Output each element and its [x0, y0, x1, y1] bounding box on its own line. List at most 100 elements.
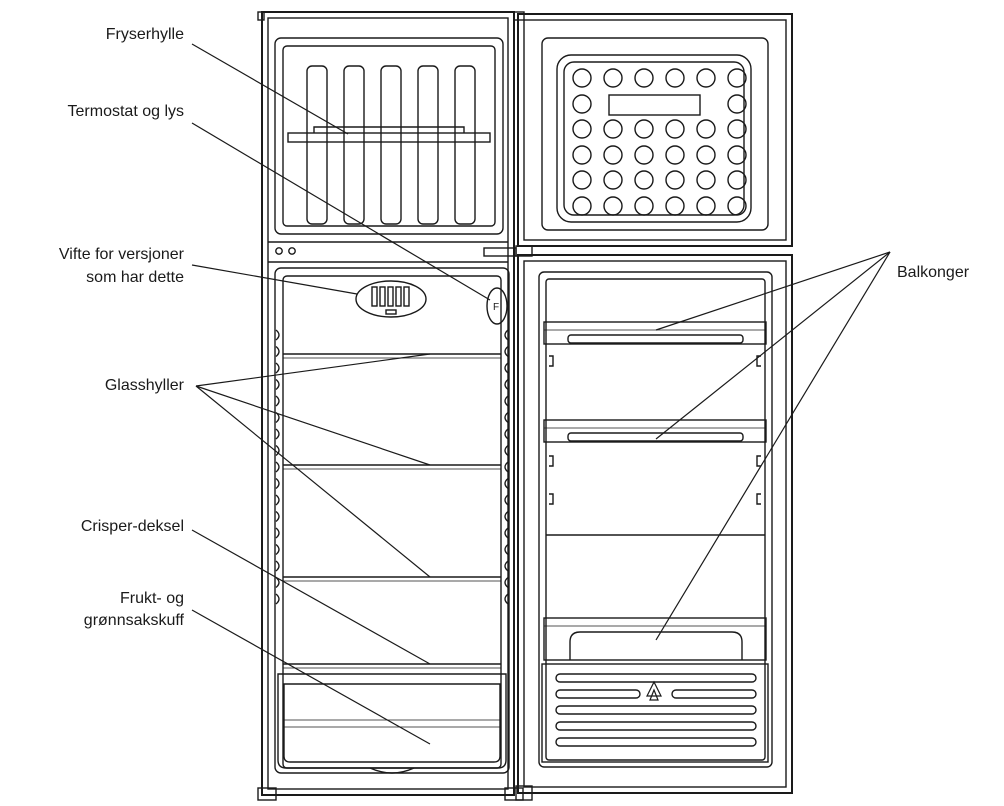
leader-fan [191, 264, 358, 295]
ice-cup [634, 196, 654, 216]
ice-cup [603, 170, 623, 190]
leader-glass-shelf-2 [195, 385, 431, 466]
ice-cup [572, 94, 592, 114]
divider-screw-2 [288, 247, 296, 255]
ice-cup [665, 196, 685, 216]
vent-slot [555, 689, 641, 699]
hinge-top-right [513, 11, 525, 21]
shelf-rib [275, 560, 280, 572]
label-fan-line1: Vifte for versjoner [58, 246, 184, 263]
shelf-rib [275, 329, 280, 341]
ice-cup [727, 145, 747, 165]
vent-slots [555, 673, 757, 747]
ice-cup [665, 119, 685, 139]
ice-cup [727, 170, 747, 190]
door-vent-panel [541, 663, 769, 763]
label-glass-shelves: Glasshyller [104, 377, 184, 394]
ice-tray-label-area [608, 94, 701, 116]
ice-cup [603, 119, 623, 139]
door-balcony-top [543, 321, 767, 345]
shelf-rib [504, 395, 509, 407]
label-balconies: Balkonger [897, 264, 970, 281]
label-crisper-drawer-line2: grønnsakskuff [83, 612, 184, 629]
ice-cup [727, 68, 747, 88]
door-side-clips [549, 355, 761, 505]
crisper-cover [283, 663, 501, 669]
shelf-rib [504, 362, 509, 374]
shelf-rib [275, 461, 280, 473]
freezer-compartment [274, 37, 504, 235]
ice-cup [696, 68, 716, 88]
ice-cup [572, 68, 592, 88]
cabinet-inner-frame [267, 17, 509, 790]
ice-cup [634, 119, 654, 139]
ice-cup [572, 196, 592, 216]
label-crisper-drawer-line1: Frukt- og [119, 590, 184, 607]
ice-cup [696, 196, 716, 216]
leader-thermostat-light [191, 122, 491, 301]
ice-tray-pattern [572, 68, 747, 216]
thermostat-light-unit: F [486, 287, 508, 325]
shelf-rib [504, 510, 509, 523]
label-crisper-cover: Crisper-deksel [80, 518, 184, 535]
shelf-rib [504, 461, 509, 473]
svg-text:F: F [493, 302, 499, 313]
freezer-evaporator-fins [306, 65, 476, 225]
ice-cup [696, 170, 716, 190]
label-thermostat-light: Termostat og lys [67, 103, 184, 120]
shelf-rib [504, 477, 509, 490]
shelf-rib [275, 345, 280, 358]
crisper-drawer [277, 673, 507, 774]
ice-cup [603, 196, 623, 216]
foot-left [257, 787, 277, 801]
ice-cup [727, 94, 747, 114]
ice-cup [572, 170, 592, 190]
doors-group [483, 11, 793, 801]
shelf-rib [275, 428, 280, 440]
shelf-rib [275, 362, 280, 374]
ice-cup [727, 196, 747, 216]
shelf-rib [504, 428, 509, 440]
shelf-rib [275, 543, 280, 556]
ice-cup [665, 68, 685, 88]
ice-cup [634, 145, 654, 165]
freezer-shelf [287, 126, 491, 143]
vent-slot [555, 721, 757, 731]
shelf-rib [504, 576, 509, 589]
door-balcony-bottom [543, 617, 767, 661]
shelf-rib [504, 378, 509, 391]
ice-cup [603, 68, 623, 88]
shelf-rib [504, 494, 509, 506]
leader-crisper-drawer [191, 609, 431, 745]
glass-shelves [283, 353, 501, 582]
shelf-rib [504, 593, 509, 605]
vent-logo-icon [646, 680, 662, 701]
leader-balcony-bottom [655, 251, 891, 641]
vent-slot [555, 737, 757, 747]
label-freezer-shelf: Fryserhylle [105, 26, 184, 43]
shelf-supports-right [504, 329, 509, 605]
leader-balcony-top [655, 251, 891, 331]
ice-cup [696, 145, 716, 165]
fan-unit [355, 280, 427, 318]
vent-slot [555, 673, 757, 683]
shelf-rib [504, 329, 509, 341]
hinge-top-left [257, 11, 265, 21]
leader-lines [191, 43, 891, 745]
shelf-rib [275, 378, 280, 391]
cabinet-interior: F [257, 11, 524, 801]
shelf-rib [504, 527, 509, 539]
vent-slot [555, 705, 757, 715]
freezer-door [513, 11, 793, 247]
freezer-compartment-inner [282, 45, 496, 227]
shelf-rib [275, 444, 280, 457]
ice-cup [665, 170, 685, 190]
cabinet-outer-frame [261, 11, 515, 796]
leader-glass-shelf-1 [195, 353, 431, 387]
shelf-rib [504, 560, 509, 572]
ice-cup [665, 145, 685, 165]
ice-cup [572, 119, 592, 139]
shelf-rib [275, 494, 280, 506]
